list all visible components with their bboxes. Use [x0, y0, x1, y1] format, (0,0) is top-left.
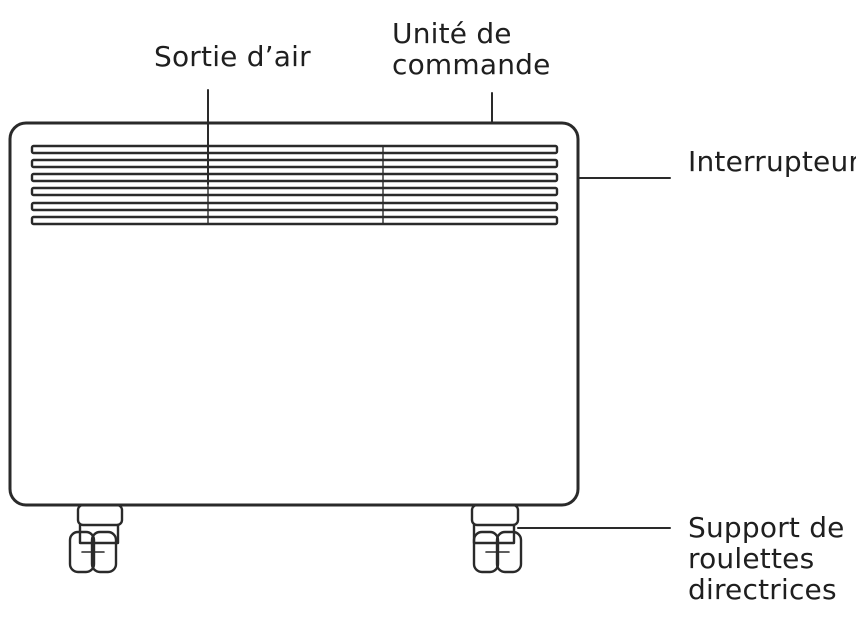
caster-support-line-3: directrices: [688, 573, 837, 606]
left-caster: [68, 503, 124, 574]
grille-slat: [30, 215, 559, 226]
grille-slat: [30, 201, 559, 212]
grille-slat: [30, 172, 559, 183]
grille-slat: [30, 144, 559, 155]
caster-support-line-2: roulettes: [688, 542, 815, 575]
air-outlet-text: Sortie d’air: [154, 40, 311, 73]
caster-support-line-1: Support de: [688, 511, 845, 544]
grille-slat: [30, 186, 559, 197]
control-unit-label: Unité de commande: [392, 18, 551, 80]
caster-frame: [472, 523, 516, 545]
caster-bracket: [76, 503, 124, 527]
air-outlet-grille: [30, 144, 559, 226]
switch-label: Interrupteur: [688, 146, 856, 177]
grille-slat: [30, 158, 559, 169]
right-caster: [470, 503, 523, 574]
heater-body: [8, 121, 580, 507]
caster-support-label: Support de roulettes directrices: [688, 512, 845, 605]
control-unit-line-1: Unité de: [392, 17, 512, 50]
caster-bracket: [470, 503, 520, 527]
control-unit-line-2: commande: [392, 48, 551, 81]
caster-frame: [78, 523, 120, 545]
air-outlet-label: Sortie d’air: [154, 41, 311, 72]
switch-text: Interrupteur: [688, 145, 856, 178]
